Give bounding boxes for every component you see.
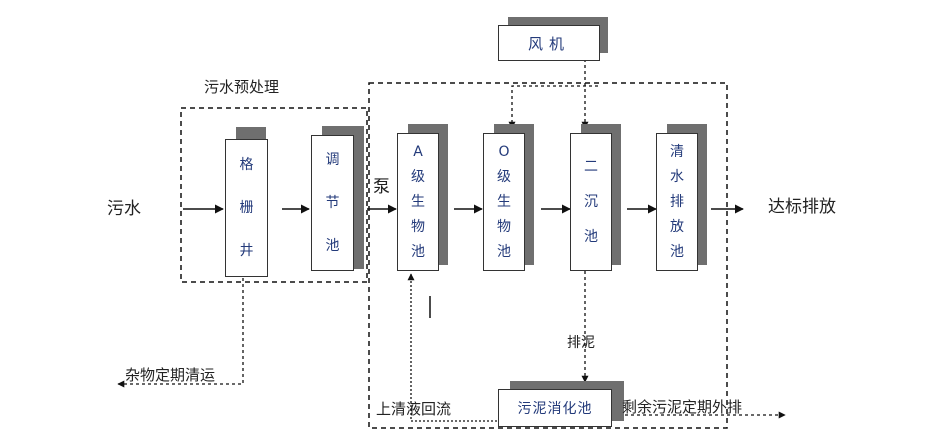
sludge-discharge-label: 排泥 <box>567 335 595 351</box>
regulating-tank-box: 调节池 <box>311 135 354 271</box>
blower-label: 风机 <box>527 34 570 53</box>
air-line-to-o-tank <box>508 85 598 129</box>
supernatant-return-line <box>407 273 497 422</box>
pump-label: 泵 <box>373 177 390 197</box>
clean-water-tank-label: 清水排放池 <box>670 143 684 260</box>
secondary-clarifier-box: 二沉池 <box>570 133 612 271</box>
pretreatment-title: 污水预处理 <box>204 78 280 96</box>
debris-removal-label: 杂物定期清运 <box>125 366 216 384</box>
outflow-label: 达标排放 <box>768 197 836 217</box>
excess-sludge-label: 剩余污泥定期外排 <box>622 398 743 416</box>
clean-water-tank-box: 清水排放池 <box>656 133 698 271</box>
supernatant-return-label: 上清液回流 <box>376 400 452 418</box>
regulating-tank-label: 调节池 <box>325 151 340 254</box>
sludge-digester-label: 污泥消化池 <box>517 401 593 417</box>
inflow-label: 污水 <box>107 199 141 219</box>
pretreatment-boundary <box>180 107 368 283</box>
grate-well-box: 格栅井 <box>225 139 268 277</box>
secondary-clarifier-label: 二沉池 <box>584 158 598 245</box>
biological-treatment-boundary <box>368 82 728 429</box>
sludge-digester-box: 污泥消化池 <box>498 389 612 427</box>
grate-well-label: 格栅井 <box>239 156 254 259</box>
blower-box: 风机 <box>498 25 600 61</box>
